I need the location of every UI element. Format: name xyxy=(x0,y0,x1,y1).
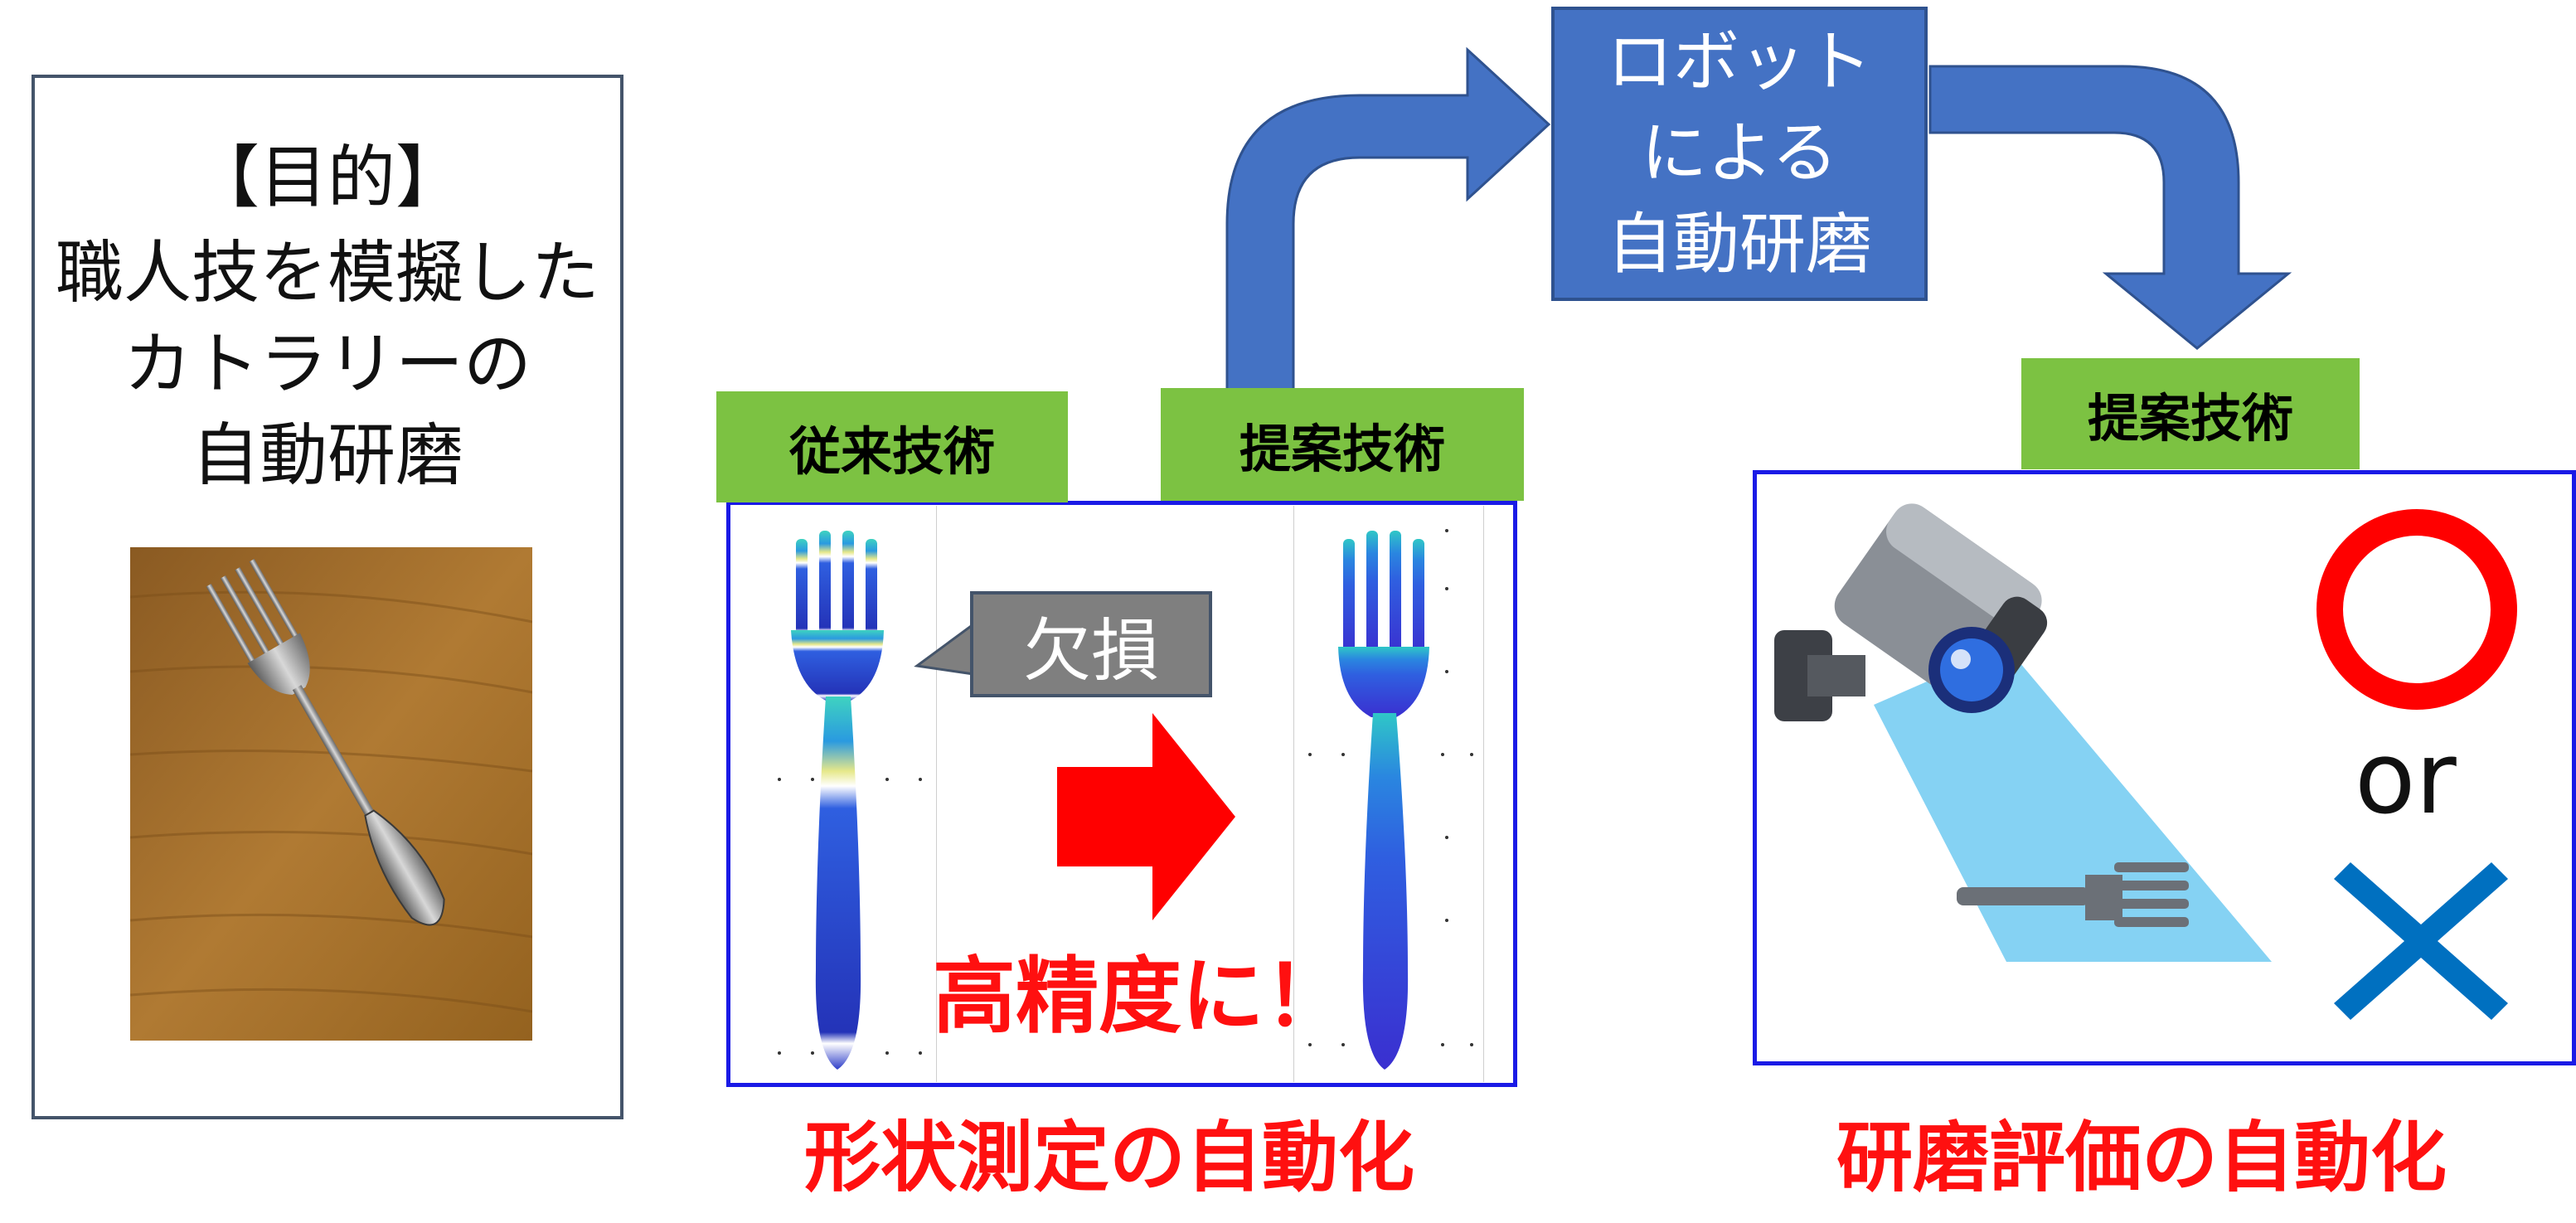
or-label: or xyxy=(2355,721,2457,837)
purpose-line-2: カトラリーの xyxy=(123,325,531,404)
purpose-line-1: 職人技を模擬した xyxy=(55,234,599,313)
fork-heatmap xyxy=(763,506,937,1082)
arrow-icon xyxy=(1057,713,1235,920)
measurement-panel xyxy=(726,501,1517,1087)
circle-ok-icon xyxy=(2316,509,2517,710)
evaluation-panel xyxy=(1753,470,2576,1065)
robot-line-3: 自動研磨 xyxy=(1607,206,1872,283)
purpose-heading: 【目的】 xyxy=(191,138,463,217)
tag-conventional: 従来技術 xyxy=(716,391,1068,502)
fork-icon xyxy=(1957,862,2189,927)
caption-measurement-automation: 形状測定の自動化 xyxy=(804,1114,1415,1202)
caption-evaluation-automation: 研磨評価の自動化 xyxy=(1836,1114,2447,1202)
robot-line-2: による xyxy=(1641,114,1838,192)
security-camera-icon xyxy=(1774,503,2272,962)
tag-proposed-measurement: 提案技術 xyxy=(1161,388,1524,501)
purpose-box: 【目的】 職人技を模擬した カトラリーの 自動研磨 xyxy=(32,75,623,1119)
callout-pointer xyxy=(914,622,975,676)
robot-line-1: ロボット xyxy=(1607,23,1872,100)
arrow-icon xyxy=(1928,65,2292,350)
high-precision-label: 高精度に！ xyxy=(933,948,1347,1045)
robot-polishing-box: ロボット による 自動研磨 xyxy=(1551,7,1928,301)
tag-proposed-evaluation: 提案技術 xyxy=(2021,358,2360,469)
purpose-line-3: 自動研磨 xyxy=(191,416,463,495)
fork-heatmap xyxy=(1293,506,1484,1082)
cross-ng-icon xyxy=(2334,862,2508,1020)
arrow-icon xyxy=(1225,46,1551,391)
defect-callout: 欠損 xyxy=(970,591,1212,697)
fork-photo xyxy=(130,547,532,1041)
